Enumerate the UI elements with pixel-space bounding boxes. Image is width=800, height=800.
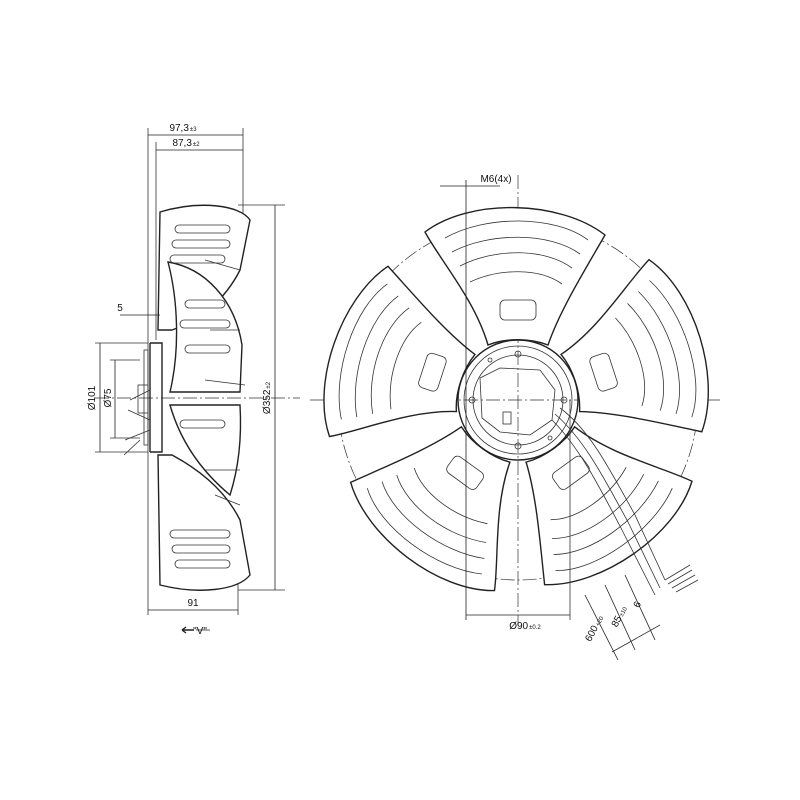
front-view: M6(4x) Ø90±0.2 600+20 85±10 6 [310,174,720,661]
cable-bundle [559,407,666,581]
fan-blade [323,265,476,438]
dim-overall-depth: 97,3±3 [169,123,197,134]
fan-blade [424,206,606,346]
side-blade-slots [169,224,231,569]
dim-cable-length: 600+20 [583,613,606,643]
dim-offset: 5 [117,303,123,314]
dim-blade-depth: 87,3±2 [172,138,200,149]
hub-outer [457,339,579,461]
fan-blade [559,258,709,433]
dim-diameter-75: Ø75 [103,388,114,407]
fan-blades [323,206,709,592]
hub-inner [463,345,573,455]
fan-blade [349,425,511,592]
side-view: 97,3±3 87,3±2 5 Ø101 Ø75 Ø352±2 91 "V" [87,123,300,637]
dim-mount-thread: M6(4x) [480,174,511,185]
dim-bolt-circle: Ø90±0.2 [509,621,541,632]
dim-diameter-101: Ø101 [87,385,98,410]
dim-strip-end: 6 [632,599,645,609]
dim-strip-length: 85±10 [610,604,630,629]
dim-base-depth: 91 [187,598,199,609]
view-label: "V" [193,626,207,637]
dim-diameter-352: Ø352±2 [262,381,273,414]
